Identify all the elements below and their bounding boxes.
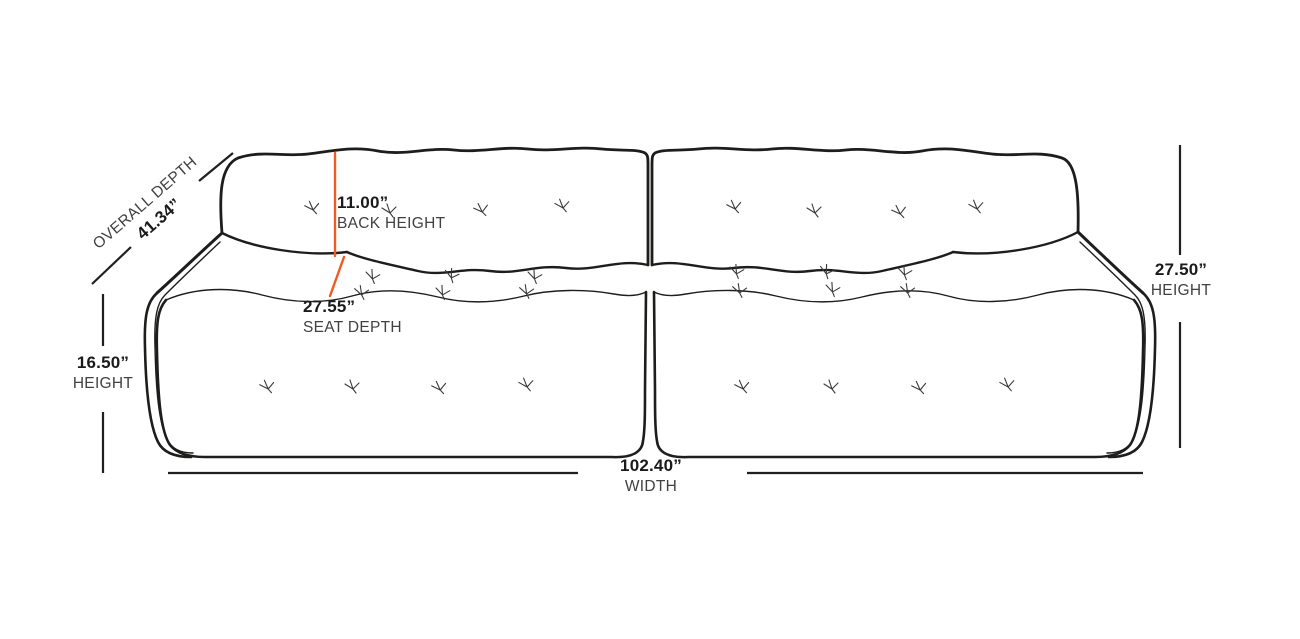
height-right-label: HEIGHT xyxy=(1150,282,1212,299)
sofa-left-back-slope xyxy=(220,231,349,255)
dimension-lines xyxy=(91,145,1182,475)
height-right-dimension: 27.50” HEIGHT xyxy=(1133,259,1229,301)
accent-dimension-lines xyxy=(328,151,346,298)
sofa-right-seat xyxy=(652,290,1145,459)
seat-depth-accent-line xyxy=(328,255,346,298)
back-height-dimension: 11.00” BACK HEIGHT xyxy=(337,192,445,234)
height-left-value: 16.50” xyxy=(76,353,130,372)
sofa-left-back-seam xyxy=(345,250,650,275)
sofa-right-back xyxy=(650,146,1080,267)
height-right-value: 27.50” xyxy=(1154,260,1208,279)
sofa-left-arm-top xyxy=(155,231,224,295)
height-left-dimension: 16.50” HEIGHT xyxy=(55,352,151,394)
sofa-left-arm-inner xyxy=(154,241,221,454)
sofa-left-seat-seam xyxy=(165,288,647,303)
width-label: WIDTH xyxy=(624,478,678,495)
sofa-left-arm-outer xyxy=(143,291,193,459)
width-dimension: 102.40” WIDTH xyxy=(596,455,706,497)
sofa-right-back-seam xyxy=(650,250,955,275)
sofa-outline-group xyxy=(143,146,1157,459)
sofa-right-back-slope xyxy=(951,230,1080,255)
width-value: 102.40” xyxy=(620,456,682,475)
sofa-left-seat xyxy=(155,290,648,459)
seat-depth-label: SEAT DEPTH xyxy=(303,319,402,336)
back-height-value: 11.00” xyxy=(337,193,389,212)
sofa-left-back xyxy=(219,146,650,267)
seat-depth-value: 27.55” xyxy=(303,297,356,316)
sofa-right-arm-outer xyxy=(1107,291,1157,459)
overall-depth-dimension-line xyxy=(91,152,234,285)
height-left-label: HEIGHT xyxy=(72,375,134,392)
sofa-right-arm-top xyxy=(1076,230,1145,295)
back-height-label: BACK HEIGHT xyxy=(337,215,446,232)
seat-depth-dimension: 27.55” SEAT DEPTH xyxy=(303,296,402,338)
sofa-right-seat-seam xyxy=(653,288,1135,303)
